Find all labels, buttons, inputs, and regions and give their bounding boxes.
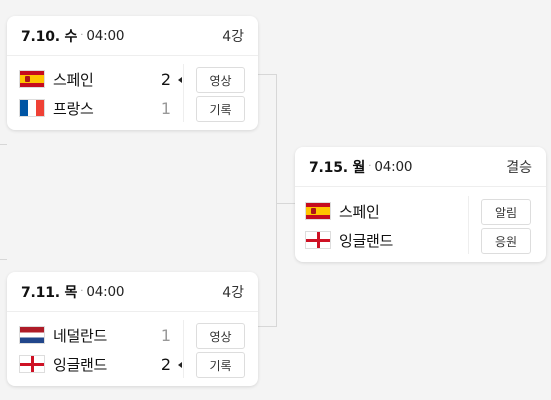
bracket-connector-bottom (258, 326, 277, 327)
match-card-semifinal-2[interactable]: 7.11. 목 · 04:00 4강 네덜란드 1 잉글랜드 2 영상 기록 (7, 272, 258, 386)
notify-button[interactable]: 알림 (481, 199, 531, 225)
match-date-time: 7.11. 목 · 04:00 (21, 282, 125, 302)
video-button[interactable]: 영상 (196, 323, 245, 349)
team-name: 잉글랜드 (339, 231, 394, 250)
divider (183, 320, 184, 378)
team-row[interactable]: 잉글랜드 (19, 350, 107, 378)
france-flag-icon (19, 99, 45, 117)
team-row[interactable]: 프랑스 (19, 94, 94, 122)
netherlands-flag-icon (19, 326, 45, 344)
spain-flag-icon (19, 70, 45, 88)
bracket-stub-left-bottom (0, 259, 7, 260)
england-flag-icon (305, 231, 331, 249)
record-button[interactable]: 기록 (196, 96, 245, 122)
winner-arrow-icon (178, 77, 182, 83)
cheer-button[interactable]: 응원 (481, 228, 531, 254)
team-row[interactable]: 스페인 (19, 65, 94, 93)
match-time: 04:00 (374, 158, 413, 175)
record-button[interactable]: 기록 (196, 352, 245, 378)
team-row[interactable]: 스페인 (305, 197, 380, 225)
video-button[interactable]: 영상 (196, 67, 245, 93)
match-date: 7.11. 목 (21, 284, 78, 301)
england-flag-icon (19, 355, 45, 373)
match-time: 04:00 (86, 283, 125, 300)
bracket-connector-final (276, 203, 295, 204)
match-date-time: 7.15. 월 · 04:00 (309, 157, 413, 177)
match-date: 7.15. 월 (309, 159, 366, 176)
team-score: 2 (160, 70, 172, 89)
divider (183, 64, 184, 122)
team-score: 2 (160, 355, 172, 374)
match-card-final[interactable]: 7.15. 월 · 04:00 결승 스페인 잉글랜드 알림 응원 (295, 147, 546, 262)
match-round: 4강 (222, 284, 244, 301)
winner-arrow-icon (178, 362, 182, 368)
match-card-semifinal-1[interactable]: 7.10. 수 · 04:00 4강 스페인 2 프랑스 1 영상 기록 (7, 16, 258, 130)
match-time: 04:00 (86, 27, 125, 44)
team-name: 스페인 (339, 202, 380, 221)
team-name: 프랑스 (53, 99, 94, 118)
separator-dot: · (80, 30, 84, 41)
match-header: 7.15. 월 · 04:00 결승 (295, 147, 546, 187)
divider (468, 196, 469, 254)
team-row[interactable]: 잉글랜드 (305, 226, 393, 254)
spain-flag-icon (305, 202, 331, 220)
match-date: 7.10. 수 (21, 28, 78, 45)
team-score: 1 (160, 99, 172, 118)
match-round: 결승 (506, 159, 532, 176)
team-name: 잉글랜드 (53, 355, 108, 374)
team-score: 1 (160, 326, 172, 345)
match-header: 7.10. 수 · 04:00 4강 (7, 16, 258, 56)
team-row[interactable]: 네덜란드 (19, 321, 107, 349)
separator-dot: · (368, 161, 372, 172)
bracket-stub-left-top (0, 144, 7, 145)
bracket-connector-top (258, 74, 277, 75)
bracket-connector-vertical (276, 74, 277, 327)
team-name: 네덜란드 (53, 326, 108, 345)
match-date-time: 7.10. 수 · 04:00 (21, 26, 125, 46)
separator-dot: · (80, 286, 84, 297)
team-name: 스페인 (53, 70, 94, 89)
match-header: 7.11. 목 · 04:00 4강 (7, 272, 258, 312)
match-round: 4강 (222, 28, 244, 45)
